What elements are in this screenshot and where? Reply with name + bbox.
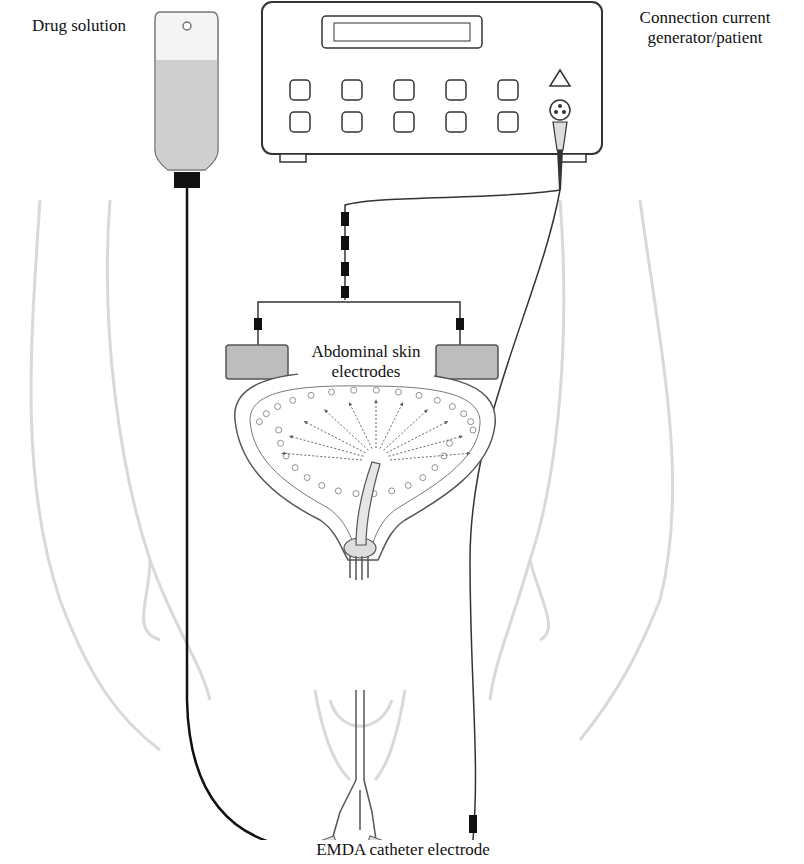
bladder bbox=[235, 372, 496, 560]
tissue-dot bbox=[405, 482, 411, 488]
tissue-dot bbox=[292, 465, 298, 471]
tissue-dot bbox=[432, 465, 438, 471]
tissue-dot bbox=[351, 387, 357, 393]
tissue-dot bbox=[256, 419, 262, 425]
drug-migration-arrow bbox=[349, 403, 372, 449]
tissue-dot bbox=[461, 411, 467, 417]
drug-migration-arrow bbox=[282, 453, 362, 460]
tissue-dot bbox=[373, 387, 379, 393]
tissue-dot bbox=[308, 392, 314, 398]
drug-migration-arrow bbox=[376, 400, 377, 448]
tissue-dot bbox=[470, 427, 476, 433]
tissue-dot bbox=[263, 411, 269, 417]
tissue-dot bbox=[420, 475, 426, 481]
tissue-dot bbox=[304, 475, 310, 481]
tissue-dot bbox=[468, 419, 474, 425]
drug-bag bbox=[155, 12, 218, 188]
tissue-dot bbox=[395, 389, 401, 395]
tissue-dot bbox=[329, 389, 335, 395]
tissue-dot bbox=[335, 488, 341, 494]
electrode-label: Abdominal skin electrodes bbox=[298, 342, 434, 383]
drug-migration-arrow bbox=[304, 421, 365, 452]
tissue-dot bbox=[434, 397, 440, 403]
tissue-dot bbox=[447, 440, 453, 446]
wire-plugs bbox=[254, 212, 477, 833]
drug-label: Drug solution bbox=[4, 16, 154, 36]
drug-migration-arrow bbox=[384, 410, 428, 450]
tissue-dot bbox=[416, 392, 422, 398]
catheter-label: EMDA catheter electrode bbox=[230, 840, 576, 860]
drug-migration-arrow bbox=[325, 410, 369, 450]
tissue-dot bbox=[275, 404, 281, 410]
tissue-dot bbox=[319, 482, 325, 488]
tissue-dot bbox=[290, 397, 296, 403]
body-outline bbox=[31, 200, 673, 780]
drug-migration-arrow bbox=[380, 403, 403, 449]
drug-migration-arrow bbox=[290, 436, 364, 456]
tissue-dot bbox=[276, 427, 282, 433]
tissue-dot bbox=[389, 488, 395, 494]
tissue-dot bbox=[449, 404, 455, 410]
tissue-dot bbox=[353, 491, 359, 497]
generator-label: Connection current generator/patient bbox=[612, 8, 798, 49]
emda-catheter bbox=[332, 556, 473, 855]
current-generator bbox=[262, 2, 602, 190]
skin-electrode bbox=[226, 345, 288, 379]
drug-tube bbox=[187, 188, 325, 850]
drug-migration-arrow bbox=[389, 436, 463, 456]
drug-migration-arrow bbox=[390, 453, 470, 460]
skin-electrode bbox=[436, 345, 498, 379]
tissue-dot bbox=[278, 440, 284, 446]
